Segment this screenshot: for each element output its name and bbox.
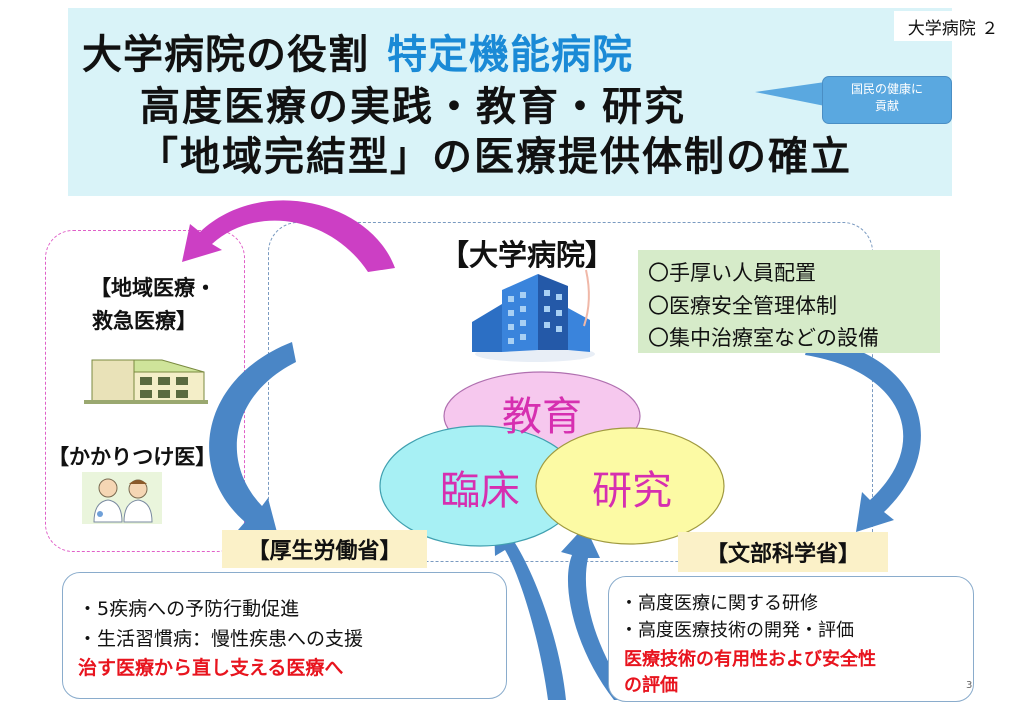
hospital-features-box: [638, 250, 940, 353]
feature-icu-equipment: 〇集中治療室などの設備: [648, 326, 879, 350]
callout-line-2: 貢献: [874, 99, 899, 113]
regional-care-label-line-2: 救急医療】: [92, 309, 197, 333]
research-label: 研究: [592, 468, 672, 514]
university-hospital-label: 【大学病院】: [440, 238, 615, 272]
mhlw-label: 【厚生労働省】: [222, 530, 427, 568]
right-blue-arrow: [805, 338, 921, 532]
family-doctor-label: 【かかりつけ医】: [48, 445, 217, 469]
header-banner: [68, 8, 952, 196]
mext-emphasis-line-2: の評価: [624, 675, 678, 696]
mhlw-item-2: ・生活習慣病：慢性疾患への支援: [78, 628, 364, 650]
subtitle-line-2: 高度医療の実践・教育・研究: [140, 84, 686, 130]
title-prefix: 大学病院の役割: [82, 32, 369, 78]
education-label: 教育: [502, 394, 582, 440]
mext-emphasis-line-1: 医療技術の有用性および安全性: [624, 649, 876, 670]
callout-line-1: 国民の健康に: [850, 82, 923, 96]
mext-label: 【文部科学省】: [678, 532, 888, 572]
bottom-left-arrow: [494, 522, 566, 700]
mhlw-item-1: ・5疾病への予防行動促進: [78, 598, 300, 620]
mhlw-policy-box: [62, 572, 507, 699]
mhlw-emphasis: 治す医療から直し支える医療へ: [78, 657, 344, 679]
core-functions-venn: 教育 臨床 研究: [379, 371, 725, 547]
page-number: 3: [966, 680, 973, 691]
page-title: 大学病院の役割特定機能病院: [82, 22, 633, 80]
doctors-icon: [82, 472, 162, 524]
hospital-building-icon: [472, 269, 595, 362]
feature-staffing: 〇手厚い人員配置: [648, 261, 816, 285]
subtitle-line-3: 「地域完結型」の医療提供体制の確立: [138, 134, 852, 180]
regional-care-label-line-1: 【地域医療・: [90, 276, 216, 300]
left-blue-arrow: [209, 342, 296, 536]
magenta-arrow: [182, 200, 395, 272]
mext-policy-box: [608, 576, 974, 702]
mext-item-2: ・高度医療技術の開発・評価: [620, 620, 854, 641]
callout-box: 国民の健康に 貢献: [822, 76, 952, 124]
feature-safety-management: 〇医療安全管理体制: [648, 294, 837, 318]
clinic-building-icon: [84, 359, 208, 404]
page-label: 大学病院 ２: [894, 11, 1012, 41]
title-highlight: 特定機能病院: [387, 32, 633, 78]
clinical-label: 臨床: [440, 468, 520, 514]
mext-item-1: ・高度医療に関する研修: [620, 593, 818, 614]
callout-pointer: [755, 82, 825, 106]
bottom-right-arrow: [561, 526, 632, 700]
research-circle: [535, 427, 725, 545]
